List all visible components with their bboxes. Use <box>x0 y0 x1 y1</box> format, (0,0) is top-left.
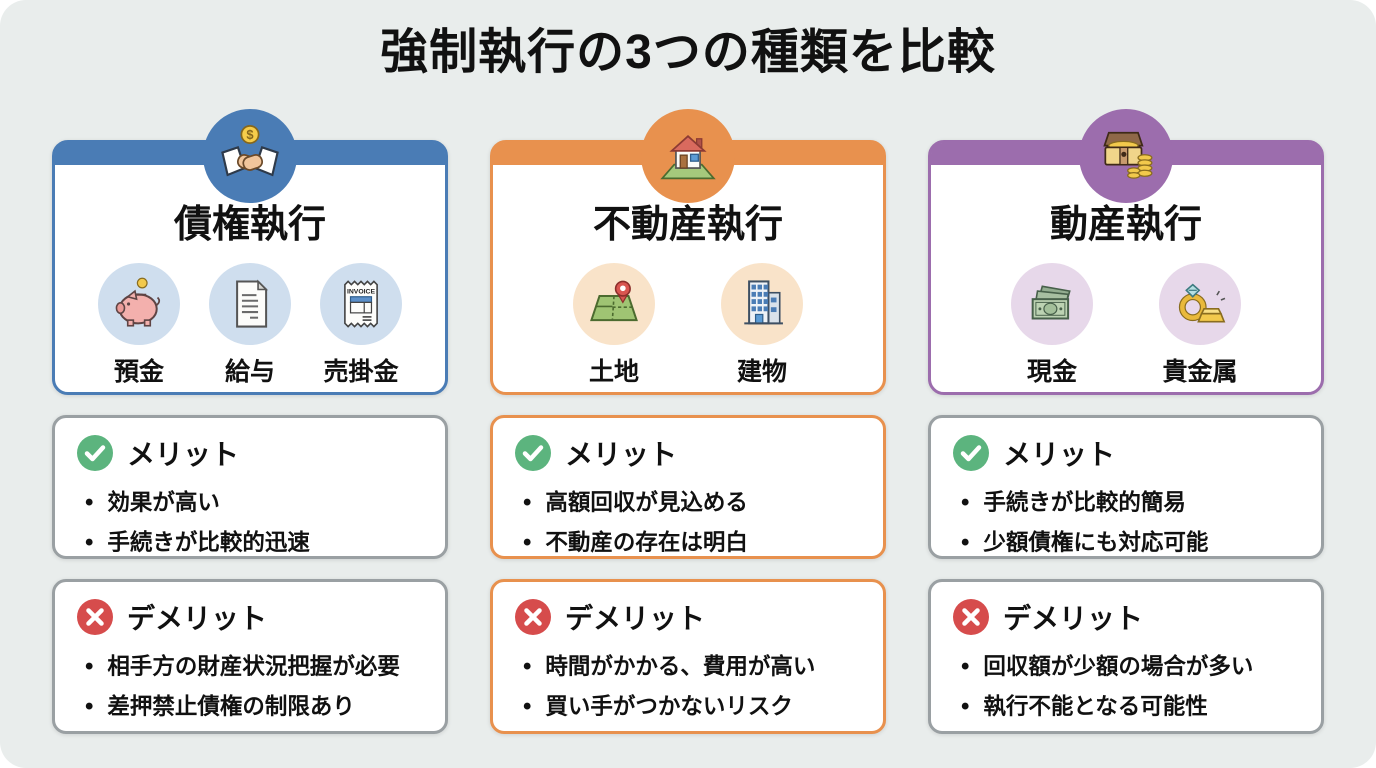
item-deposit: 預金 <box>98 263 180 388</box>
merit-title: メリット <box>565 439 678 471</box>
treasure-chest-icon <box>1103 132 1153 180</box>
demerit-box-debt: デメリット 相手方の財産状況把握が必要 差押禁止債権の制限あり <box>52 579 448 735</box>
item-label: 預金 <box>113 358 164 387</box>
handshake-money-icon: $ <box>221 125 279 177</box>
item-precious-metals: 貴金属 <box>1159 263 1241 388</box>
merit-box-movable: メリット 手続きが比較的簡易 少額債権にも対応可能 <box>928 415 1324 560</box>
item-label: 給与 <box>224 358 275 387</box>
demerit-title: デメリット <box>1003 603 1144 635</box>
item-label: 貴金属 <box>1162 358 1238 387</box>
merit-point: 高額回収が見込める <box>523 483 861 523</box>
house-icon <box>660 135 716 180</box>
salary-document-icon <box>236 279 269 328</box>
check-circle-icon <box>953 435 989 472</box>
real-estate-badge <box>641 109 735 204</box>
column-movable-execution: 動産執行 <box>928 109 1324 735</box>
check-circle-icon <box>515 435 551 472</box>
x-circle-icon <box>77 599 113 636</box>
item-row: 預金 <box>55 263 445 388</box>
demerit-box-real-estate: デメリット 時間がかかる、費用が高い 買い手がつかないリスク <box>490 579 886 735</box>
page-title: 強制執行の3つの種類を比較 <box>380 26 996 79</box>
x-circle-icon <box>953 599 989 636</box>
invoice-label: INVOICE <box>347 289 376 296</box>
demerit-point: 差押禁止債権の制限あり <box>85 687 423 727</box>
check-circle-icon <box>77 435 113 472</box>
demerit-point: 買い手がつかないリスク <box>523 687 861 727</box>
debt-execution-badge: $ <box>203 109 297 204</box>
demerit-point: 相手方の財産状況把握が必要 <box>85 647 423 687</box>
movable-badge <box>1079 109 1173 204</box>
item-label: 売掛金 <box>323 358 399 387</box>
item-cash: 現金 <box>1011 263 1093 388</box>
item-row: 現金 <box>931 263 1321 388</box>
piggy-bank-icon <box>115 277 161 327</box>
building-icon <box>744 280 783 325</box>
demerit-box-movable: デメリット 回収額が少額の場合が多い 執行不能となる可能性 <box>928 579 1324 735</box>
column-debt-execution: $ 債権執行 <box>52 109 448 735</box>
x-circle-icon <box>515 599 551 636</box>
type-card-movable-execution: 動産執行 <box>928 109 1324 396</box>
card-title: 動産執行 <box>1049 204 1202 247</box>
demerit-point: 執行不能となる可能性 <box>961 687 1299 727</box>
demerit-point: 回収額が少額の場合が多い <box>961 647 1299 687</box>
item-land: 土地 <box>573 263 655 388</box>
item-label: 現金 <box>1026 358 1077 387</box>
merit-box-debt: メリット 効果が高い 手続きが比較的迅速 <box>52 415 448 560</box>
item-receivables: INVOICE 売掛金 <box>320 263 402 388</box>
merit-title: メリット <box>1003 439 1116 471</box>
item-label: 土地 <box>588 358 639 387</box>
ring-gold-icon <box>1178 283 1226 323</box>
coin-dollar-symbol: $ <box>246 128 253 143</box>
cash-icon <box>1031 285 1071 320</box>
columns-grid: $ 債権執行 <box>0 109 1376 735</box>
land-map-icon <box>590 280 638 322</box>
merit-point: 手続きが比較的簡易 <box>961 483 1299 523</box>
item-building: 建物 <box>721 263 803 388</box>
demerit-title: デメリット <box>127 603 268 635</box>
merit-point: 手続きが比較的迅速 <box>85 523 423 563</box>
item-label: 建物 <box>736 358 787 387</box>
item-salary: 給与 <box>209 263 291 388</box>
type-card-real-estate-execution: 不動産執行 <box>490 109 886 396</box>
merit-title: メリット <box>127 439 240 471</box>
merit-point: 不動産の存在は明白 <box>523 523 861 563</box>
column-real-estate-execution: 不動産執行 <box>490 109 886 735</box>
card-title: 債権執行 <box>173 204 326 247</box>
merit-box-real-estate: メリット 高額回収が見込める 不動産の存在は明白 <box>490 415 886 560</box>
merit-point: 少額債権にも対応可能 <box>961 523 1299 563</box>
item-row: 土地 <box>493 263 883 388</box>
demerit-title: デメリット <box>565 603 706 635</box>
merit-point: 効果が高い <box>85 483 423 523</box>
invoice-icon: INVOICE <box>344 280 378 328</box>
demerit-point: 時間がかかる、費用が高い <box>523 647 861 687</box>
card-title: 不動産執行 <box>592 204 783 247</box>
type-card-debt-execution: $ 債権執行 <box>52 109 448 396</box>
